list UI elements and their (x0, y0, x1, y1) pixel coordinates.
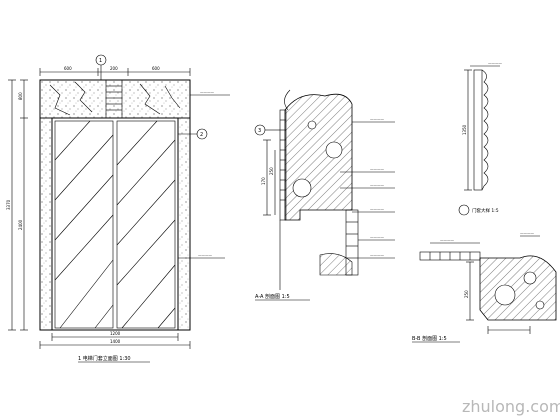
top-dimension: 600 200 600 (39, 66, 191, 76)
dim-bottom-inner: 1200 (110, 331, 121, 336)
watermark: zhulong.com (462, 397, 560, 416)
section-a-notes: ———— ———— ———— ———— ———— ———— (340, 117, 395, 259)
dim-left-upper: 800 (18, 92, 23, 100)
svg-text:————: ———— (370, 183, 385, 187)
dim-left-lower: 2400 (18, 219, 23, 230)
svg-text:————: ———— (370, 167, 385, 171)
svg-text:————: ———— (370, 253, 385, 257)
svg-text:250: 250 (269, 167, 274, 175)
callout-2: 2 (178, 128, 208, 140)
void-circle-1 (325, 141, 343, 159)
wall-section-hatch (284, 93, 353, 221)
dim-top-mid: 200 (110, 66, 118, 71)
svg-text:————: ———— (440, 238, 455, 242)
section-a-drawing: 170 250 3 ———— ———— ———— ———— ———— ———— … (254, 89, 395, 301)
bottom-dimension: 1200 1400 (39, 331, 191, 349)
door-opening (51, 117, 179, 331)
door-leaf-left (54, 120, 114, 329)
svg-text:————: ———— (370, 235, 385, 239)
svg-text:————: ———— (370, 117, 385, 121)
svg-text:250: 250 (464, 290, 469, 298)
stone-veins (49, 81, 181, 116)
right-jamb (177, 117, 191, 331)
section-b-drawing: 250 ———— ———— B-B 剖面图 1:5 (412, 231, 557, 343)
callout-1: 1 (95, 54, 107, 80)
dim-top-left: 600 (64, 66, 72, 71)
svg-text:170: 170 (261, 177, 266, 185)
door-diagonal-pattern (54, 120, 176, 329)
cladding-strip (279, 109, 287, 221)
svg-text:————: ———— (198, 253, 213, 257)
section-a-dims: 170 250 (261, 139, 276, 216)
void-circle-2 (292, 178, 312, 198)
section-a-title: A-A 剖面图 1:5 (255, 293, 290, 300)
svg-text:————: ———— (488, 61, 503, 65)
section-b-title: B-B 剖面图 1:5 (412, 335, 447, 342)
svg-text:1: 1 (99, 58, 102, 64)
detail-title: 门套大样 1:5 (472, 207, 499, 214)
corner-wall-hatch (479, 255, 557, 321)
elevation-notes: ———— ———— (178, 90, 230, 259)
svg-text:2: 2 (200, 132, 203, 138)
elevation-title: 1 电梯门套立面图 1:30 (78, 355, 131, 362)
dim-left-total: 3370 (6, 199, 11, 210)
svg-text:1350: 1350 (462, 124, 467, 135)
left-jamb (39, 117, 53, 331)
frame-detail-drawing: 1350 ———— 门套大样 1:5 (458, 61, 503, 216)
left-dimension: 3370 800 2400 (6, 79, 28, 331)
callout-3: 3 (254, 124, 280, 136)
dim-top-right: 600 (152, 66, 160, 71)
elevation-drawing: 600 200 600 3370 800 2400 (6, 54, 230, 363)
svg-text:3: 3 (258, 128, 261, 134)
svg-text:————: ———— (200, 90, 215, 94)
dim-bottom-total: 1400 (110, 339, 121, 344)
svg-text:————: ———— (370, 207, 385, 211)
frame-profile-wave (481, 69, 489, 191)
svg-text:————: ———— (520, 231, 535, 235)
door-leaf-right (116, 120, 176, 329)
